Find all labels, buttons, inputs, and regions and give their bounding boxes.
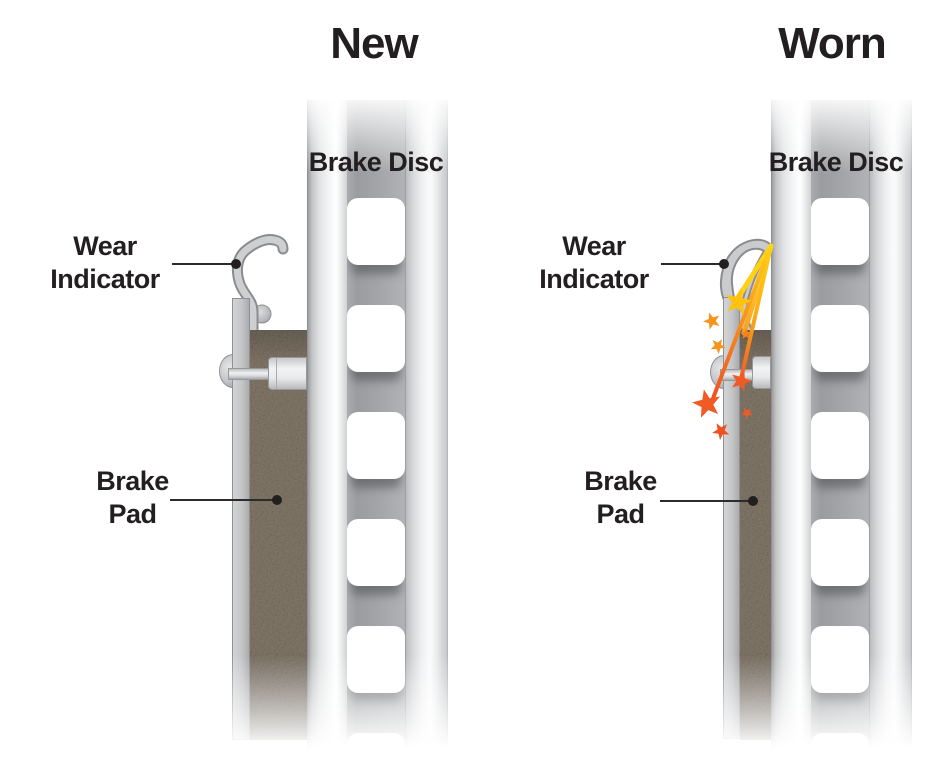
vent-hole <box>347 305 405 372</box>
spark-star <box>700 309 723 331</box>
leader-dot-wear-worn <box>719 259 729 269</box>
disc-vent-column <box>347 100 405 762</box>
pad-shading <box>740 330 771 740</box>
vent-hole <box>347 412 405 479</box>
vent-hole <box>347 733 405 762</box>
vent-hole <box>811 519 869 586</box>
leader-dot-pad-worn <box>748 496 758 506</box>
wear-indicator-label-worn: Wear Indicator <box>509 230 679 296</box>
vent-hole <box>811 733 869 762</box>
label-line: Brake <box>96 466 169 496</box>
vent-hole <box>347 519 405 586</box>
wear-indicator-label-new: Wear Indicator <box>20 230 190 296</box>
disc-left-plate <box>771 100 811 762</box>
brake-disc-graphic-worn <box>771 100 912 762</box>
label-line: Indicator <box>539 264 649 294</box>
brake-disc-label-worn: Brake Disc <box>768 147 904 177</box>
spark-star <box>709 418 733 442</box>
disc-vent-column <box>811 100 869 762</box>
spark-ray <box>739 244 773 381</box>
piston-body-new <box>268 357 307 390</box>
disc-left-plate <box>307 100 347 762</box>
brake-pad-graphic-worn <box>740 330 771 740</box>
leader-line-wear-worn <box>661 263 724 265</box>
spark-ray <box>710 244 773 403</box>
backing-plate-new <box>232 298 250 740</box>
leader-line-pad-new <box>170 499 277 501</box>
disc-right-plate <box>869 100 912 762</box>
pad-shading <box>250 330 307 740</box>
disc-right-plate <box>405 100 448 762</box>
vent-hole <box>347 626 405 693</box>
panel-title-new: New <box>330 19 418 68</box>
spark-star <box>689 386 724 419</box>
vent-hole <box>811 305 869 372</box>
spark-star <box>739 404 756 421</box>
label-line: Wear <box>73 231 137 261</box>
vent-hole <box>347 198 405 265</box>
brake-pad-graphic-new <box>250 330 307 740</box>
spark-ray <box>733 243 774 304</box>
label-line: Brake <box>584 466 657 496</box>
wear-indicator-clip-new <box>233 236 287 342</box>
leader-line-pad-worn <box>660 500 753 502</box>
vent-hole <box>811 626 869 693</box>
brake-disc-graphic-new <box>307 100 448 762</box>
label-line: Pad <box>596 499 645 529</box>
brake-pad-label-worn: Brake Pad <box>548 465 693 531</box>
label-line: Indicator <box>50 264 160 294</box>
panel-title-worn: Worn <box>778 19 887 68</box>
label-line: Pad <box>108 499 157 529</box>
leader-dot-pad-new <box>272 495 282 505</box>
brake-pad-label-new: Brake Pad <box>60 465 205 531</box>
spark-star <box>708 335 729 356</box>
leader-line-wear-new <box>172 263 236 265</box>
vent-hole <box>811 198 869 265</box>
leader-dot-wear-new <box>231 259 241 269</box>
label-line: Wear <box>562 231 626 261</box>
brake-disc-label-new: Brake Disc <box>308 147 444 177</box>
piston-body-worn <box>752 356 771 389</box>
vent-hole <box>811 412 869 479</box>
